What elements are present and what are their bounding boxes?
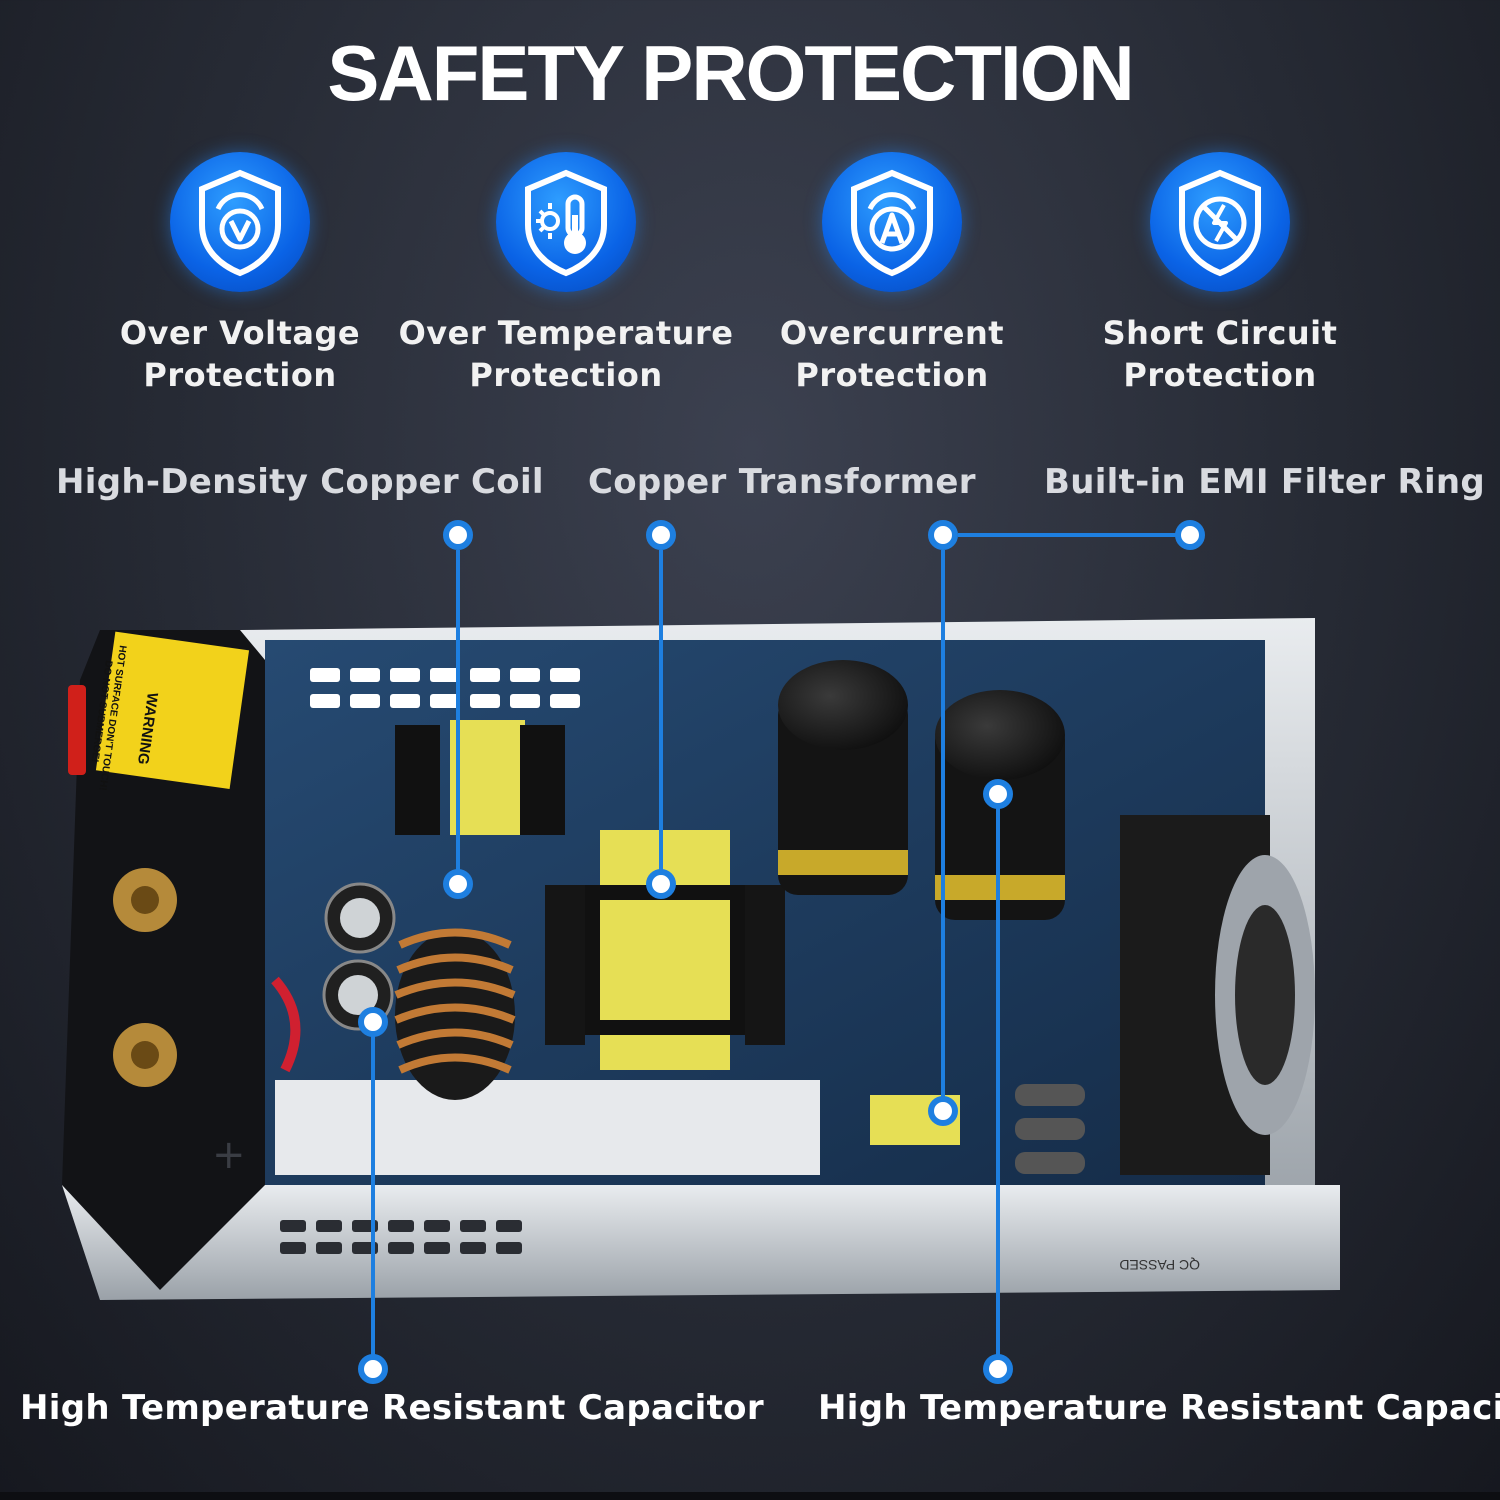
feature-over-temperature: Over Temperature Protection [396,152,736,396]
callout-copper-coil: High-Density Copper Coil [56,462,544,502]
ampere-shield-icon [822,152,962,292]
feature-label-line2: Protection [795,356,989,394]
voltage-shield-icon [170,152,310,292]
qc-label: QC PASSED [1119,1257,1200,1273]
dot-capacitor-left [358,1007,388,1037]
feature-overcurrent: Overcurrent Protection [722,152,1062,396]
feature-over-voltage: Over Voltage Protection [70,152,410,396]
dot-copper-coil-top [443,520,473,550]
dot-capacitor-right [983,779,1013,809]
plus-mark: + [212,1132,246,1178]
feature-label-line1: Over Voltage [119,314,361,352]
thermometer-shield-icon [496,152,636,292]
feature-label-line1: Over Temperature [398,314,734,352]
dot-transformer-top [646,520,676,550]
feature-label-line2: Protection [143,356,337,394]
dot-emi-ring [928,1096,958,1126]
dot-copper-coil [443,869,473,899]
callout-capacitor-left: High Temperature Resistant Capacitor [20,1388,764,1428]
short-circuit-shield-icon [1150,152,1290,292]
callout-capacitor-right: High Temperature Resistant Capacitor [818,1388,1500,1428]
callout-copper-transformer: Copper Transformer [588,462,976,502]
terminal-housing [62,630,265,1290]
dot-capacitor-right-bottom [983,1354,1013,1384]
warning-label [95,631,250,790]
base-vent-holes [280,1220,522,1254]
power-supply-illustration: WARNING HOT SURFACE DON'T TOUCH! DO NOT … [62,618,1340,1300]
heatsink-bar [275,1080,820,1175]
feature-label-line2: Protection [469,356,663,394]
vent-holes [310,668,580,708]
feature-label-line1: Short Circuit [1102,314,1338,352]
power-switch [68,685,86,775]
dot-emi-top-left [928,520,958,550]
feature-label-line2: Protection [1123,356,1317,394]
callout-emi-filter-ring: Built-in EMI Filter Ring [1044,462,1486,502]
page-title: SAFETY PROTECTION [327,29,1134,117]
large-capacitor-left [778,660,908,895]
chassis-base [62,1185,1340,1300]
dot-emi-top-right [1175,520,1205,550]
cooling-fan [1120,815,1315,1175]
bottom-bar [0,1492,1500,1500]
feature-short-circuit: Short Circuit Protection [1050,152,1390,396]
dot-transformer [646,869,676,899]
dot-capacitor-left-bottom [358,1354,388,1384]
resistors [1015,1084,1085,1174]
small-transformer [450,720,525,835]
feature-label-line1: Overcurrent [779,314,1005,352]
copper-coil [394,928,516,1100]
